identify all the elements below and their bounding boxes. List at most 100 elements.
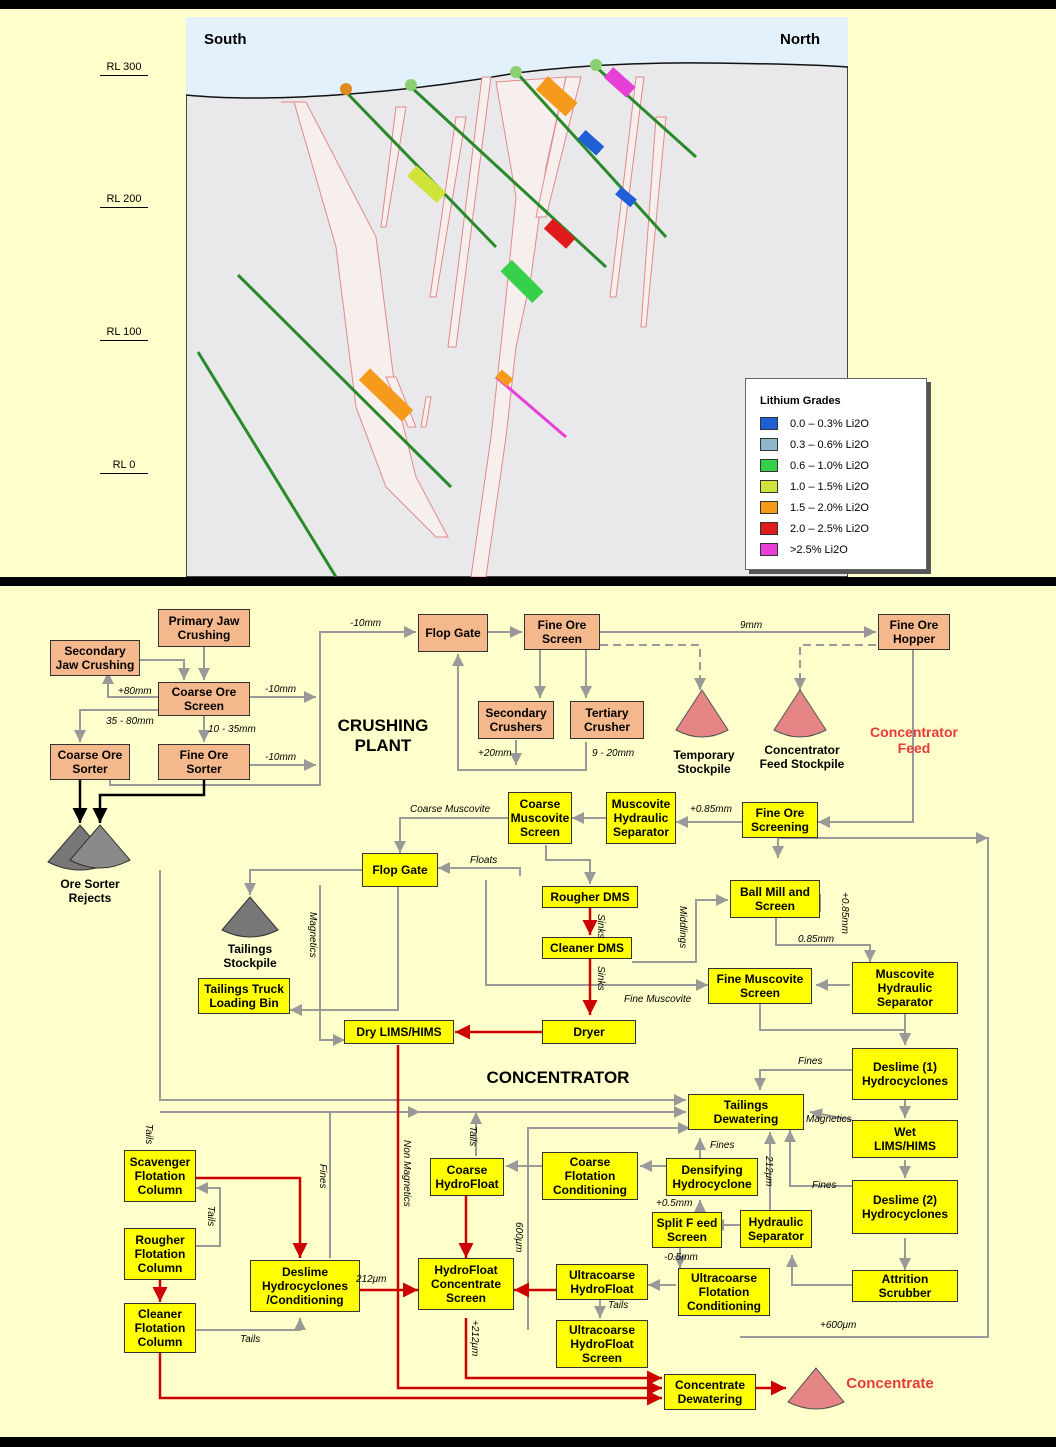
flow-label: 212μm [763, 1156, 774, 1187]
secondary-jaw-crushing: Secondary Jaw Crushing [50, 640, 140, 676]
rl-label-100: RL 100 [100, 326, 148, 341]
tailings-stockpile-label: Tailings Stockpile [223, 942, 277, 970]
flow-label: Middlings [677, 906, 688, 949]
concentrate-dewatering: Concentrate Dewatering [664, 1374, 756, 1410]
flop-gate-crushing: Flop Gate [418, 614, 488, 652]
flow-label: 0.85mm [798, 934, 835, 945]
muscovite-hydraulic-separator-2: Muscovite Hydraulic Separator [852, 962, 958, 1014]
flow-label: Fines [798, 1056, 823, 1067]
densifying-hydrocyclone: Densifying Hydrocyclone [666, 1158, 758, 1196]
rougher-dms: Rougher DMS [542, 886, 638, 908]
ore-intercepts [340, 59, 637, 422]
flow-label: Tails [143, 1124, 154, 1145]
legend-swatch [760, 438, 778, 451]
cleaner-flotation-column: Cleaner Flotation Column [124, 1303, 196, 1353]
tailings-truck-loading-bin: Tailings Truck Loading Bin [198, 978, 290, 1014]
dryer: Dryer [542, 1020, 636, 1044]
coarse-flotation-conditioning: Coarse Flotation Conditioning [542, 1152, 638, 1200]
flow-label: +0.85mm [839, 892, 850, 934]
coarse-muscovite-screen: Coarse Muscovite Screen [508, 792, 572, 844]
geological-cross-section: South North [186, 17, 848, 577]
north-label: North [780, 31, 820, 48]
deslime-hydrocyclones-conditioning: Deslime Hydrocyclones /Conditioning [250, 1260, 360, 1312]
flow-label: Coarse Muscovite [410, 804, 491, 815]
legend-swatch [760, 501, 778, 514]
legend-swatch [760, 543, 778, 556]
flow-label: 10 - 35mm [208, 724, 256, 735]
split-feed-screen: Split F eed Screen [652, 1212, 722, 1248]
tailings-dewatering: Tailings Dewatering [688, 1094, 804, 1130]
flow-label: Tails [240, 1334, 261, 1345]
fine-ore-sorter: Fine Ore Sorter [158, 744, 250, 780]
flow-label: +80mm [118, 686, 152, 697]
legend-label: 0.6 – 1.0% Li2O [790, 459, 869, 472]
fine-ore-screening: Fine Ore Screening [742, 802, 818, 838]
ball-mill-and-screen: Ball Mill and Screen [730, 880, 820, 918]
wet-lims-hims: Wet LIMS/HIMS [852, 1120, 958, 1158]
legend-item: 0.3 – 0.6% Li2O [760, 434, 926, 455]
south-label: South [204, 31, 247, 48]
ore-sorter-rejects-label: Ore Sorter Rejects [60, 877, 120, 905]
flow-label: +212μm [469, 1320, 480, 1357]
concentrate-label: Concentrate [846, 1375, 934, 1392]
legend-swatch [760, 459, 778, 472]
flow-label: +0.85mm [690, 804, 732, 815]
coarse-hydrofloat: Coarse HydroFloat [430, 1158, 504, 1196]
rougher-flotation-column: Rougher Flotation Column [124, 1228, 196, 1280]
scavenger-flotation-column: Scavenger Flotation Column [124, 1150, 196, 1202]
flow-label: Sinks [595, 914, 606, 939]
legend-item: >2.5% Li2O [760, 539, 926, 560]
flow-label: +0.5mm [656, 1198, 693, 1209]
rl-label-200: RL 200 [100, 193, 148, 208]
flow-label: Tails [608, 1300, 629, 1311]
flow-label: Non Magnetics [401, 1140, 412, 1207]
fine-muscovite-screen: Fine Muscovite Screen [708, 968, 812, 1004]
fine-ore-hopper: Fine Ore Hopper [878, 614, 950, 650]
flow-label: +600μm [820, 1320, 857, 1331]
flop-gate-concentrator: Flop Gate [362, 853, 438, 887]
rl-label-0: RL 0 [100, 459, 148, 474]
legend-label: 1.0 – 1.5% Li2O [790, 480, 869, 493]
flow-label: Fines [710, 1140, 735, 1151]
legend-item: 1.0 – 1.5% Li2O [760, 476, 926, 497]
legend-title: Lithium Grades [760, 395, 841, 407]
deslime-2-hydrocyclones: Deslime (2) Hydrocyclones [852, 1180, 958, 1234]
legend-item: 2.0 – 2.5% Li2O [760, 518, 926, 539]
primary-jaw-crushing: Primary Jaw Crushing [158, 609, 250, 647]
dry-lims-hims: Dry LIMS/HIMS [344, 1020, 454, 1044]
flow-label: -10mm [350, 618, 382, 629]
legend-item: 0.6 – 1.0% Li2O [760, 455, 926, 476]
temporary-stockpile-label: Temporary Stockpile [673, 748, 735, 776]
legend-item: 1.5 – 2.0% Li2O [760, 497, 926, 518]
ultracoarse-hydrofloat-screen: Ultracoarse HydroFloat Screen [556, 1320, 648, 1368]
concentrator-feed-stockpile-label: Concentrator Feed Stockpile [759, 743, 845, 771]
concentrator-title: CONCENTRATOR [486, 1068, 630, 1087]
crushing-plant-title: CRUSHING PLANT [337, 716, 429, 755]
pegmatite-dykes [281, 76, 667, 577]
flow-label: -10mm [265, 752, 297, 763]
flow-label: Floats [470, 855, 498, 866]
legend-swatch [760, 480, 778, 493]
top-border [0, 0, 1056, 9]
flow-label: -10mm [265, 684, 297, 695]
hydraulic-separator: Hydraulic Separator [740, 1210, 812, 1248]
attrition-scrubber: Attrition Scrubber [852, 1270, 958, 1302]
mid-divider [0, 577, 1056, 586]
flow-label: +20mm [478, 748, 512, 759]
stockpile-cones [47, 689, 845, 1410]
legend-item: 0.0 – 0.3% Li2O [760, 413, 926, 434]
flow-label: Sinks [595, 966, 606, 991]
hydrofloat-concentrate-screen: HydroFloat Concentrate Screen [418, 1258, 514, 1310]
cleaner-dms: Cleaner DMS [542, 937, 632, 959]
flow-label: 35 - 80mm [106, 716, 154, 727]
rl-label-300: RL 300 [100, 61, 148, 76]
tertiary-crusher: Tertiary Crusher [570, 701, 644, 739]
legend-label: 1.5 – 2.0% Li2O [790, 501, 869, 514]
flow-label: Magnetics [307, 912, 318, 958]
cross-section-drawing [186, 17, 848, 577]
secondary-crushers: Secondary Crushers [478, 701, 554, 739]
concentrator-feed-label: Concentrator Feed [870, 724, 958, 756]
